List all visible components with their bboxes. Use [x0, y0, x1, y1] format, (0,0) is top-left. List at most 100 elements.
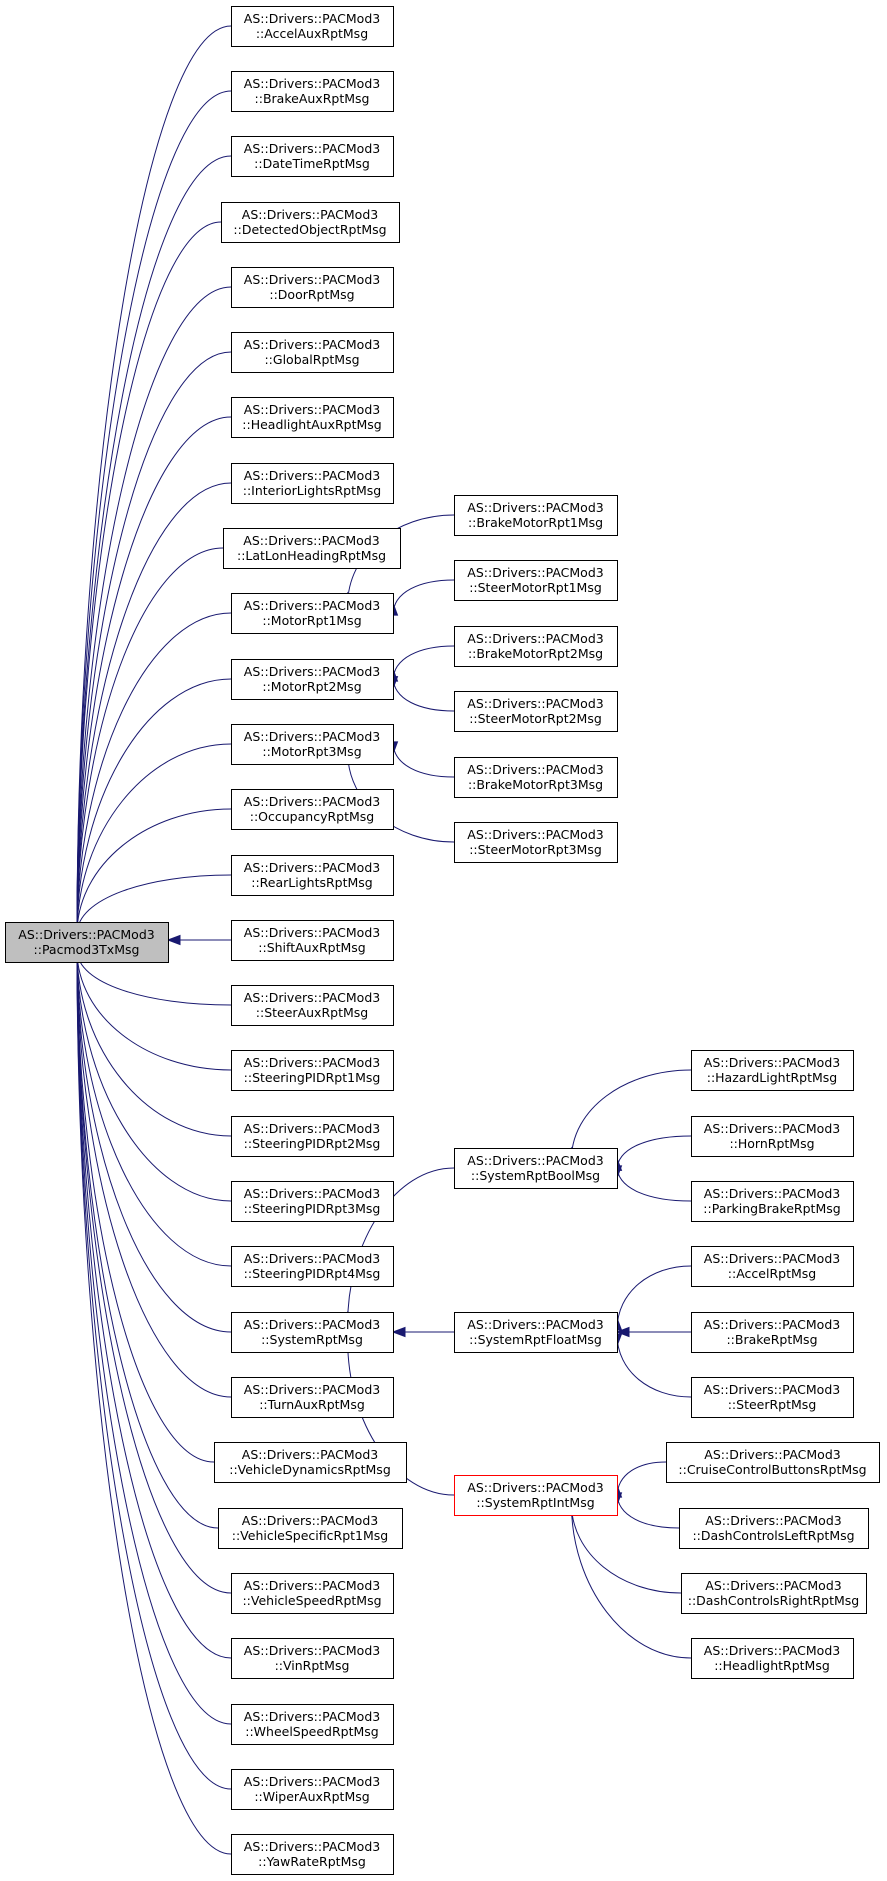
class-node-vin-rpt-msg[interactable]: AS::Drivers::PACMod3::VinRptMsg: [231, 1638, 394, 1679]
node-box: [231, 136, 394, 177]
node-namespace-label: AS::Drivers::PACMod3: [244, 990, 380, 1005]
node-class-label: ::VehicleSpecificRpt1Msg: [232, 1528, 388, 1543]
class-node-system-rpt-float-msg[interactable]: AS::Drivers::PACMod3::SystemRptFloatMsg: [454, 1312, 618, 1353]
edge-line: [76, 351, 232, 935]
class-node-brake-motor-rpt2-msg[interactable]: AS::Drivers::PACMod3::BrakeMotorRpt2Msg: [454, 626, 618, 667]
edge-line: [616, 1461, 667, 1498]
class-node-yaw-rate-rpt-msg[interactable]: AS::Drivers::PACMod3::YawRateRptMsg: [231, 1834, 394, 1875]
class-node-steering-pid-rpt2-msg[interactable]: AS::Drivers::PACMod3::SteeringPIDRpt2Msg: [231, 1116, 394, 1157]
node-namespace-label: AS::Drivers::PACMod3: [18, 927, 154, 942]
node-box: [231, 724, 394, 765]
edge-door-rpt-msg-to-pacmod3-tx-msg: [71, 286, 232, 935]
class-node-lat-lon-heading-rpt-msg[interactable]: AS::Drivers::PACMod3::LatLonHeadingRptMs…: [223, 528, 401, 569]
class-node-brake-aux-rpt-msg[interactable]: AS::Drivers::PACMod3::BrakeAuxRptMsg: [231, 71, 394, 112]
node-box: [231, 463, 394, 504]
edge-accel-aux-rpt-msg-to-pacmod3-tx-msg: [71, 25, 232, 935]
edge-line: [76, 743, 232, 935]
class-node-system-rpt-bool-msg[interactable]: AS::Drivers::PACMod3::SystemRptBoolMsg: [454, 1148, 618, 1189]
class-node-detected-object-rpt-msg[interactable]: AS::Drivers::PACMod3::DetectedObjectRptM…: [221, 202, 400, 243]
class-node-accel-rpt-msg[interactable]: AS::Drivers::PACMod3::AccelRptMsg: [691, 1246, 854, 1287]
edge-line: [616, 1333, 692, 1398]
node-namespace-label: AS::Drivers::PACMod3: [467, 1153, 603, 1168]
node-namespace-label: AS::Drivers::PACMod3: [244, 664, 380, 679]
edge-line: [570, 1502, 682, 1594]
class-node-door-rpt-msg[interactable]: AS::Drivers::PACMod3::DoorRptMsg: [231, 267, 394, 308]
class-node-motor-rpt2-msg[interactable]: AS::Drivers::PACMod3::MotorRpt2Msg: [231, 659, 394, 700]
class-node-vehicle-speed-rpt-msg[interactable]: AS::Drivers::PACMod3::VehicleSpeedRptMsg: [231, 1573, 394, 1614]
node-namespace-label: AS::Drivers::PACMod3: [704, 1447, 840, 1462]
node-namespace-label: AS::Drivers::PACMod3: [244, 337, 380, 352]
class-node-motor-rpt3-msg[interactable]: AS::Drivers::PACMod3::MotorRpt3Msg: [231, 724, 394, 765]
node-namespace-label: AS::Drivers::PACMod3: [244, 1709, 380, 1724]
node-box: [231, 1834, 394, 1875]
node-namespace-label: AS::Drivers::PACMod3: [242, 1513, 378, 1528]
node-namespace-label: AS::Drivers::PACMod3: [705, 1513, 841, 1528]
edge-motor-rpt2-msg-to-pacmod3-tx-msg: [71, 678, 232, 935]
node-class-label: ::DetectedObjectRptMsg: [233, 222, 386, 237]
edge-line: [76, 949, 232, 1398]
node-box: [231, 985, 394, 1026]
node-box: [454, 1148, 618, 1189]
class-node-steering-pid-rpt1-msg[interactable]: AS::Drivers::PACMod3::SteeringPIDRpt1Msg: [231, 1050, 394, 1091]
class-node-headlight-aux-rpt-msg[interactable]: AS::Drivers::PACMod3::HeadlightAuxRptMsg: [231, 397, 394, 438]
class-node-accel-aux-rpt-msg[interactable]: AS::Drivers::PACMod3::AccelAuxRptMsg: [231, 6, 394, 47]
node-namespace-label: AS::Drivers::PACMod3: [704, 1186, 840, 1201]
node-class-label: ::VehicleSpeedRptMsg: [242, 1593, 381, 1608]
class-node-steer-motor-rpt1-msg[interactable]: AS::Drivers::PACMod3::SteerMotorRpt1Msg: [454, 560, 618, 601]
node-class-label: ::SteeringPIDRpt4Msg: [244, 1266, 381, 1281]
node-box: [231, 267, 394, 308]
class-node-dash-controls-left-rpt-msg[interactable]: AS::Drivers::PACMod3::DashControlsLeftRp…: [679, 1508, 869, 1549]
node-namespace-label: AS::Drivers::PACMod3: [467, 827, 603, 842]
class-node-shift-aux-rpt-msg[interactable]: AS::Drivers::PACMod3::ShiftAuxRptMsg: [231, 920, 394, 961]
node-box: [691, 1050, 854, 1091]
class-node-steer-motor-rpt3-msg[interactable]: AS::Drivers::PACMod3::SteerMotorRpt3Msg: [454, 822, 618, 863]
class-node-wheel-speed-rpt-msg[interactable]: AS::Drivers::PACMod3::WheelSpeedRptMsg: [231, 1704, 394, 1745]
class-node-steering-pid-rpt3-msg[interactable]: AS::Drivers::PACMod3::SteeringPIDRpt3Msg: [231, 1181, 394, 1222]
class-node-brake-rpt-msg[interactable]: AS::Drivers::PACMod3::BrakeRptMsg: [691, 1312, 854, 1353]
class-node-cruise-control-buttons-rpt-msg[interactable]: AS::Drivers::PACMod3::CruiseControlButto…: [666, 1442, 880, 1483]
class-node-date-time-rpt-msg[interactable]: AS::Drivers::PACMod3::DateTimeRptMsg: [231, 136, 394, 177]
class-node-occupancy-rpt-msg[interactable]: AS::Drivers::PACMod3::OccupancyRptMsg: [231, 789, 394, 830]
node-namespace-label: AS::Drivers::PACMod3: [704, 1121, 840, 1136]
class-node-hazard-light-rpt-msg[interactable]: AS::Drivers::PACMod3::HazardLightRptMsg: [691, 1050, 854, 1091]
node-class-label: ::DateTimeRptMsg: [254, 156, 370, 171]
node-namespace-label: AS::Drivers::PACMod3: [467, 1480, 603, 1495]
class-node-global-rpt-msg[interactable]: AS::Drivers::PACMod3::GlobalRptMsg: [231, 332, 394, 373]
class-node-steer-rpt-msg[interactable]: AS::Drivers::PACMod3::SteerRptMsg: [691, 1377, 854, 1418]
edge-vehicle-speed-rpt-msg-to-pacmod3-tx-msg: [71, 949, 232, 1594]
edge-line: [616, 1492, 680, 1529]
edge-line: [76, 949, 232, 1202]
edge-brake-rpt-msg-to-system-rpt-float-msg: [615, 1326, 692, 1338]
class-node-vehicle-specific-rpt1-msg[interactable]: AS::Drivers::PACMod3::VehicleSpecificRpt…: [218, 1508, 403, 1549]
class-node-system-rpt-msg[interactable]: AS::Drivers::PACMod3::SystemRptMsg: [231, 1312, 394, 1353]
edge-parking-brake-rpt-msg-to-system-rpt-bool-msg: [611, 1165, 692, 1202]
class-node-dash-controls-right-rpt-msg[interactable]: AS::Drivers::PACMod3::DashControlsRightR…: [681, 1573, 867, 1614]
node-box: [691, 1246, 854, 1287]
node-box: [214, 1442, 407, 1483]
node-class-label: ::SteerMotorRpt1Msg: [469, 580, 602, 595]
class-node-turn-aux-rpt-msg[interactable]: AS::Drivers::PACMod3::TurnAuxRptMsg: [231, 1377, 394, 1418]
edge-line: [76, 949, 232, 1659]
class-node-brake-motor-rpt1-msg[interactable]: AS::Drivers::PACMod3::BrakeMotorRpt1Msg: [454, 495, 618, 536]
node-box: [231, 1116, 394, 1157]
class-node-horn-rpt-msg[interactable]: AS::Drivers::PACMod3::HornRptMsg: [691, 1116, 854, 1157]
node-class-label: ::RearLightsRptMsg: [251, 875, 373, 890]
class-node-motor-rpt1-msg[interactable]: AS::Drivers::PACMod3::MotorRpt1Msg: [231, 593, 394, 634]
node-class-label: ::ShiftAuxRptMsg: [258, 940, 365, 955]
node-class-label: ::BrakeMotorRpt2Msg: [468, 646, 603, 661]
class-node-brake-motor-rpt3-msg[interactable]: AS::Drivers::PACMod3::BrakeMotorRpt3Msg: [454, 757, 618, 798]
class-node-interior-lights-rpt-msg[interactable]: AS::Drivers::PACMod3::InteriorLightsRptM…: [231, 463, 394, 504]
node-namespace-label: AS::Drivers::PACMod3: [244, 1839, 380, 1854]
edge-detected-object-rpt-msg-to-pacmod3-tx-msg: [71, 221, 222, 935]
class-node-pacmod3-tx-msg[interactable]: AS::Drivers::PACMod3::Pacmod3TxMsg: [5, 922, 169, 963]
class-node-wiper-aux-rpt-msg[interactable]: AS::Drivers::PACMod3::WiperAuxRptMsg: [231, 1769, 394, 1810]
class-node-steer-aux-rpt-msg[interactable]: AS::Drivers::PACMod3::SteerAuxRptMsg: [231, 985, 394, 1026]
class-node-rear-lights-rpt-msg[interactable]: AS::Drivers::PACMod3::RearLightsRptMsg: [231, 855, 394, 896]
class-node-vehicle-dynamics-rpt-msg[interactable]: AS::Drivers::PACMod3::VehicleDynamicsRpt…: [214, 1442, 407, 1483]
class-node-steer-motor-rpt2-msg[interactable]: AS::Drivers::PACMod3::SteerMotorRpt2Msg: [454, 691, 618, 732]
class-node-headlight-rpt-msg[interactable]: AS::Drivers::PACMod3::HeadlightRptMsg: [691, 1638, 854, 1679]
class-node-system-rpt-int-msg[interactable]: AS::Drivers::PACMod3::SystemRptIntMsg: [454, 1475, 618, 1516]
node-class-label: ::YawRateRptMsg: [258, 1854, 366, 1869]
class-node-parking-brake-rpt-msg[interactable]: AS::Drivers::PACMod3::ParkingBrakeRptMsg: [691, 1181, 854, 1222]
class-node-steering-pid-rpt4-msg[interactable]: AS::Drivers::PACMod3::SteeringPIDRpt4Msg: [231, 1246, 394, 1287]
